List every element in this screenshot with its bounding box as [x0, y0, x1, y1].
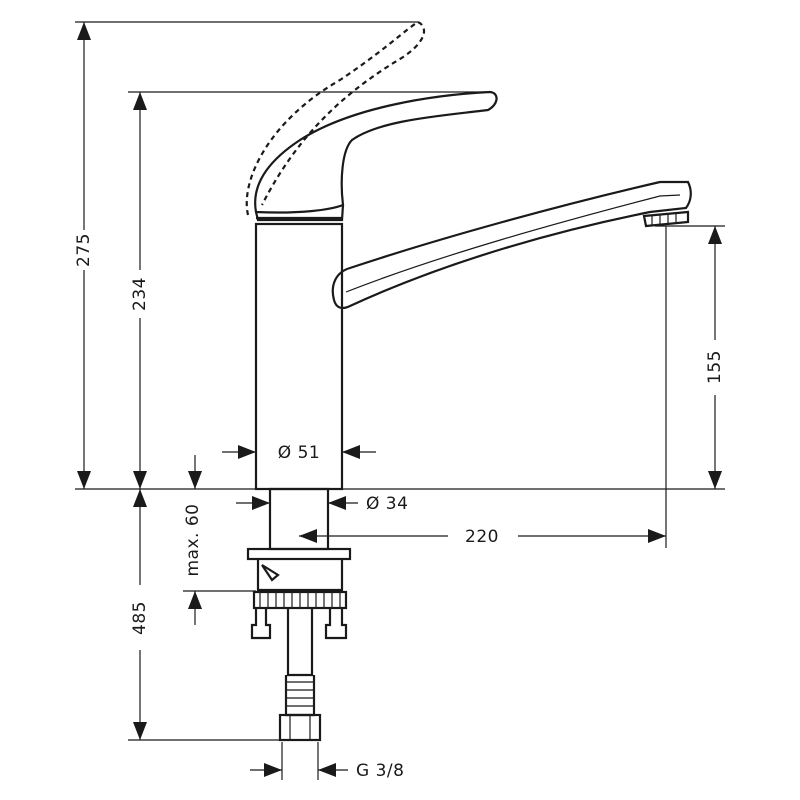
- arrowheads: [77, 22, 722, 777]
- spout: [331, 180, 692, 310]
- dim-diam34-label: Ø 34: [366, 494, 408, 514]
- mounting-plate: [246, 547, 352, 561]
- dim-485-label: 485: [130, 601, 150, 635]
- aerator: [642, 210, 690, 228]
- dim-155-label: 155: [705, 350, 725, 384]
- dim-220-label: 220: [465, 527, 499, 547]
- raised-lever-dashed: [245, 20, 426, 216]
- right-bolt: [324, 608, 348, 640]
- dim-275-label: 275: [74, 233, 94, 267]
- lever-base: [254, 204, 345, 222]
- dim-max60-label: max. 60: [183, 504, 203, 577]
- left-bolt: [250, 608, 272, 640]
- hose-connector: [278, 713, 322, 742]
- dim-diam51-label: Ø 51: [278, 443, 320, 463]
- dim-g38-label: G 3/8: [356, 761, 404, 781]
- supply-hose: [286, 608, 314, 677]
- lever-handle: [254, 90, 498, 214]
- shank: [268, 487, 330, 551]
- faucet-outline: [245, 20, 692, 742]
- dimension-labels: 275 234 155 485 max. 60 Ø 51 Ø 34 220 G …: [74, 233, 725, 781]
- dim-234-label: 234: [130, 277, 150, 311]
- dimension-lines: [75, 21, 725, 780]
